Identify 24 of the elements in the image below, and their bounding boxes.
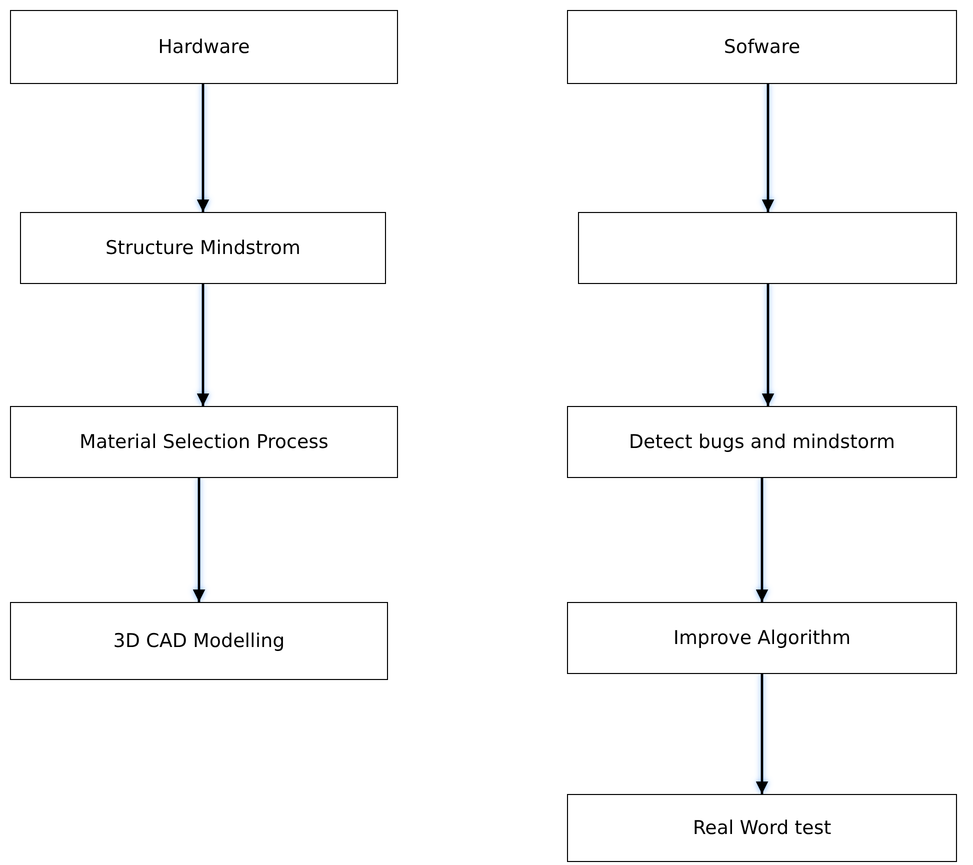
arrow bbox=[196, 284, 210, 406]
box-label: Material Selection Process bbox=[80, 431, 328, 453]
box-label: Improve Algorithm bbox=[673, 627, 851, 649]
process-box bbox=[567, 10, 957, 84]
process-box bbox=[567, 406, 957, 478]
process-box bbox=[20, 212, 386, 284]
process-box bbox=[10, 10, 398, 84]
box-label: Hardware bbox=[158, 36, 250, 58]
box-label: Real Word test bbox=[692, 817, 832, 839]
box-label: Sofware bbox=[724, 36, 800, 58]
arrow bbox=[762, 284, 774, 406]
arrow bbox=[756, 674, 768, 794]
arrow bbox=[762, 84, 774, 212]
arrow bbox=[192, 478, 206, 602]
process-box bbox=[10, 406, 398, 478]
process-box bbox=[567, 794, 957, 862]
process-box bbox=[10, 602, 388, 680]
box-label: 3D CAD Modelling bbox=[113, 630, 285, 652]
box-label: Detect bugs and mindstorm bbox=[628, 431, 896, 453]
box-label: Structure Mindstrom bbox=[105, 237, 301, 259]
arrow bbox=[196, 84, 210, 212]
arrow bbox=[756, 478, 768, 602]
process-box bbox=[578, 212, 957, 284]
process-box bbox=[567, 602, 957, 674]
